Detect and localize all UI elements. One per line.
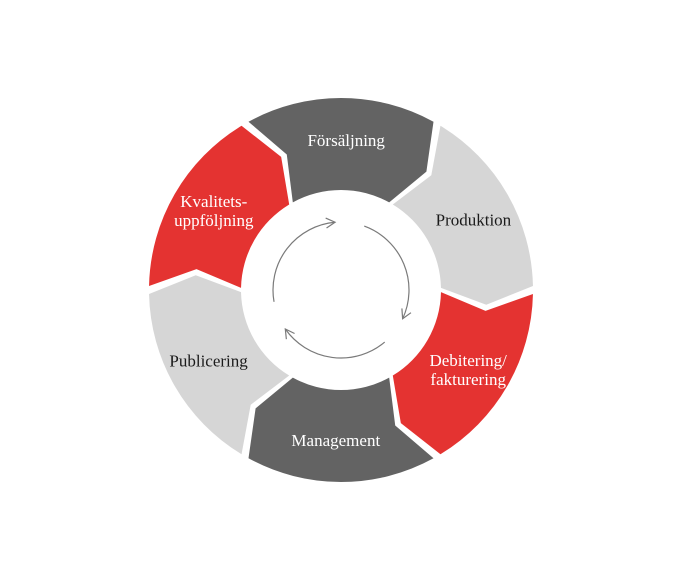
segment-debitering [392, 292, 533, 455]
segment-label-management: Management [291, 430, 380, 449]
segment-label-line: uppföljning [174, 211, 254, 230]
segment-label-line: Debitering/ [429, 351, 507, 370]
segment-label-line: fakturering [430, 370, 506, 389]
segment-label-publicering: Publicering [169, 351, 248, 370]
inner-arrow-arc [284, 328, 386, 359]
segment-label-forsaljning: Försäljning [307, 131, 385, 150]
segment-label-kvalitetsuppfoljning: Kvalitets-uppföljning [174, 192, 254, 230]
segment-label-line: Produktion [436, 210, 512, 229]
segment-label-line: Publicering [169, 351, 248, 370]
segment-forsaljning [248, 97, 434, 203]
segment-label-produktion: Produktion [436, 210, 512, 229]
inner-arrow-head [401, 308, 412, 320]
inner-cycle-arrows [272, 217, 412, 359]
labels-layer: Kvalitets-uppföljning FörsäljningProdukti… [169, 131, 511, 450]
segment-label-line: Försäljning [307, 131, 385, 150]
segment-label-line: Management [291, 430, 380, 449]
segment-publicering [149, 275, 290, 455]
inner-arrow-head [284, 327, 295, 340]
inner-arrow-head [325, 217, 337, 229]
inner-arrow-arc [272, 221, 336, 302]
inner-arrow-arc [364, 225, 410, 319]
segment-management [248, 377, 434, 483]
segment-label-debitering: Debitering/fakturering [429, 351, 507, 389]
segment-label-line: Kvalitets- [180, 192, 247, 211]
segments-layer [149, 97, 533, 483]
segment-kvalitetsuppfoljning [149, 125, 290, 288]
segment-produktion [392, 125, 533, 305]
